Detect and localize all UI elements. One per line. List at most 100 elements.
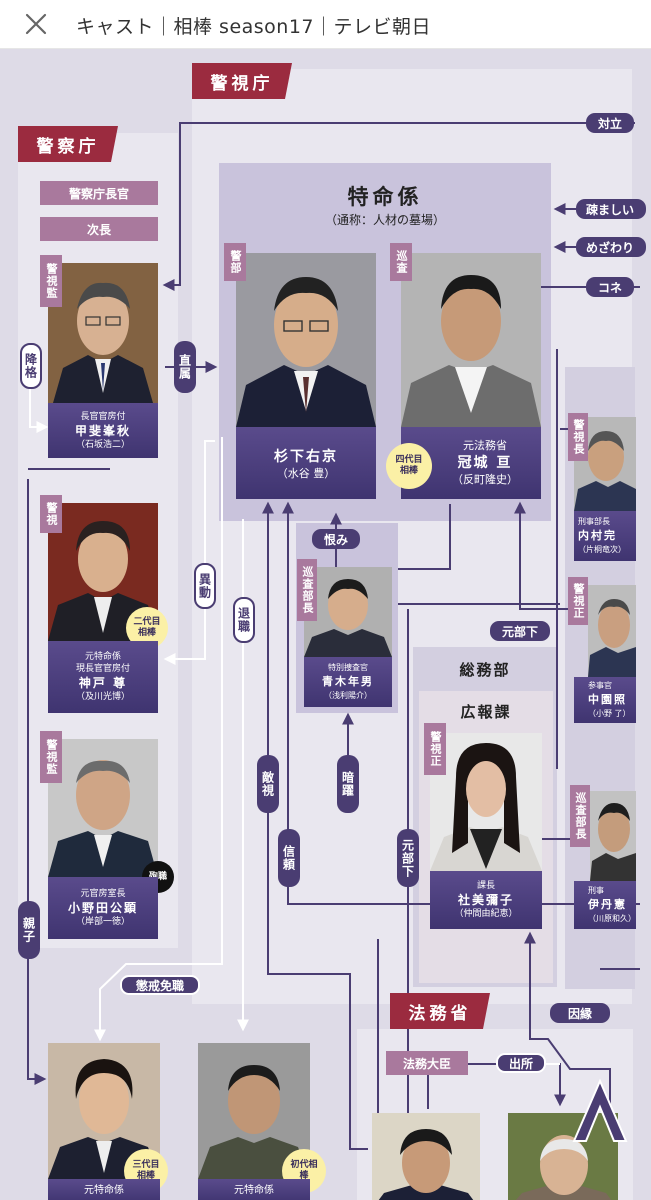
relation-mezawari: めざわり — [576, 237, 646, 257]
kaburagi-role: 元法務省 — [463, 439, 507, 452]
close-icon[interactable] — [22, 10, 50, 38]
ukyo-caption: 杉下右京 （水谷 豊） — [236, 427, 376, 499]
chokan-title: 警察庁長官 — [40, 181, 158, 205]
onoda-photo — [48, 739, 158, 877]
nakazono-name: 中園照 — [588, 693, 627, 706]
page-title: キャスト｜相棒 season17｜テレビ朝日 — [76, 16, 432, 38]
relation-choukai: 懲戒免職 — [120, 975, 200, 995]
onoda-actor: （岸部一徳） — [75, 917, 130, 927]
onoda-name: 小野田公顕 — [67, 901, 138, 915]
relationship-chart: 警視庁 警察庁 法務省 警察庁長官 次長 特命係 （通称：人材の墓場） 総務部 … — [0, 49, 651, 1200]
kanbe-caption: 元特命係 現長官官房付 神戸 尊 （及川光博） — [48, 641, 158, 713]
kanbe-photo — [48, 503, 158, 641]
shamisu-role: 課長 — [476, 881, 495, 891]
ukyo-name: 杉下右京 — [274, 449, 338, 465]
uchimura-rank: 警視長 — [568, 413, 588, 461]
kaburagi-rank: 巡査 — [390, 243, 412, 281]
kohoka-title: 広報課 — [460, 703, 512, 721]
itami-actor: （川原和久） — [588, 914, 636, 923]
relation-kone: コネ — [586, 277, 634, 297]
nakazono-photo — [588, 585, 636, 677]
kanbe-role1: 元特命係 — [84, 652, 121, 662]
kai-toru-caption: 元特命係 — [48, 1179, 160, 1200]
itami-photo — [590, 791, 636, 881]
uchimura-caption: 刑事部長 内村完 （片桐竜次） — [574, 511, 636, 561]
shamisu-photo — [430, 733, 542, 871]
ukyo-photo — [236, 253, 376, 427]
aoki-photo — [304, 567, 392, 657]
uchimura-actor: （片桐竜次） — [578, 545, 626, 554]
relation-inen: 因縁 — [550, 1003, 610, 1023]
itami-rank: 巡査部長 — [570, 785, 590, 847]
itami-name: 伊丹憲 — [588, 898, 627, 911]
shamisu-rank: 警視正 — [424, 723, 446, 775]
kanbe-rank: 警視 — [40, 495, 62, 533]
kai-name: 甲斐峯秋 — [74, 423, 131, 438]
aoki-rank: 巡査部長 — [297, 559, 317, 621]
aoki-caption: 特別捜査官 青木年男 （浅利陽介） — [304, 657, 392, 707]
jicho-title: 次長 — [40, 217, 158, 241]
ukyo-actor: （水谷 豊） — [276, 467, 336, 480]
relation-anyaku: 暗躍 — [337, 755, 359, 813]
somubu-title: 総務部 — [459, 661, 511, 679]
ukyo-rank: 警部 — [224, 243, 246, 281]
kaburagi-caption: 元法務省 冠城 亘 （反町隆史） — [401, 427, 541, 499]
kai-rank: 警視監 — [40, 255, 62, 307]
aoki-name: 青木年男 — [322, 675, 374, 688]
kameyama-caption: 元特命係 — [198, 1179, 310, 1200]
onoda-caption: 元官房室長 小野田公顕 （岸部一徳） — [48, 877, 158, 939]
onoda-rank: 警視監 — [40, 731, 62, 783]
relation-kouku: 降格 — [20, 343, 42, 389]
shamisu-caption: 課長 社美彌子 （仲間由紀恵） — [430, 871, 542, 929]
onoda-role: 元官房室長 — [80, 889, 126, 899]
tokumei-subtitle: （通称：人材の墓場） — [324, 213, 445, 227]
kai-photo — [48, 263, 158, 403]
aoki-actor: （浅利陽介） — [324, 691, 372, 700]
elder-photo — [508, 1113, 618, 1200]
nakazono-role: 参事官 — [588, 681, 612, 690]
connector-lines — [27, 122, 640, 1169]
keisatsucho-label: 警察庁 — [18, 126, 118, 162]
tokumei-title: 特命係 — [347, 184, 423, 209]
shamisu-name: 社美彌子 — [457, 893, 514, 907]
relation-shussho: 出所 — [496, 1053, 546, 1073]
kai-toru-role: 元特命係 — [84, 1185, 124, 1196]
relation-shinrai: 信頼 — [278, 829, 300, 887]
relation-oyako: 親子 — [18, 901, 40, 959]
relation-idou: 異動 — [194, 563, 216, 609]
shamisu-actor: （仲間由紀恵） — [454, 909, 518, 919]
nakazono-caption: 参事官 中園照 （小野 了） — [574, 677, 636, 723]
kaburagi-actor: （反町隆史） — [452, 473, 518, 486]
kaburagi-name: 冠城 亘 — [457, 455, 513, 471]
kai-caption: 長官官房付 甲斐峯秋 （石坂浩二） — [48, 403, 158, 458]
relation-motobuka-v: 元部下 — [397, 829, 419, 887]
nakazono-actor: （小野 了） — [588, 709, 631, 718]
relation-chokuzoku: 直属 — [174, 341, 196, 393]
relation-motobuka-h: 元部下 — [490, 621, 550, 641]
kaburagi-photo — [401, 253, 541, 427]
daijin-title: 法務大臣 — [386, 1051, 468, 1075]
relation-taishoku: 退職 — [233, 597, 255, 643]
kanbe-actor: （及川光博） — [75, 692, 130, 702]
kanbe-name: 神戸 尊 — [78, 676, 128, 690]
kameyama-role: 元特命係 — [234, 1185, 274, 1196]
logo-chevron-icon — [570, 1077, 630, 1147]
kai-role: 長官官房付 — [80, 411, 126, 422]
homusho-label: 法務省 — [390, 993, 490, 1029]
keishicho-label: 警視庁 — [192, 63, 292, 99]
kaburagi-badge: 四代目相棒 — [386, 443, 432, 489]
nakazono-rank: 警視正 — [568, 577, 588, 625]
minister-photo — [372, 1113, 480, 1200]
kameyama-photo — [198, 1043, 310, 1179]
relation-tekishi: 敵視 — [257, 755, 279, 813]
title-bar: キャスト｜相棒 season17｜テレビ朝日 — [0, 0, 651, 49]
relation-urusai: 疎ましい — [576, 199, 646, 219]
relation-urami: 恨み — [312, 529, 360, 549]
kai-actor: （石坂浩二） — [75, 439, 130, 450]
itami-role: 刑事 — [588, 886, 604, 895]
uchimura-role: 刑事部長 — [578, 517, 610, 526]
uchimura-name: 内村完 — [578, 529, 617, 542]
relation-tairitsu: 対立 — [586, 113, 634, 133]
kanbe-role2: 現長官官房付 — [75, 664, 130, 674]
aoki-role: 特別捜査官 — [328, 663, 368, 672]
